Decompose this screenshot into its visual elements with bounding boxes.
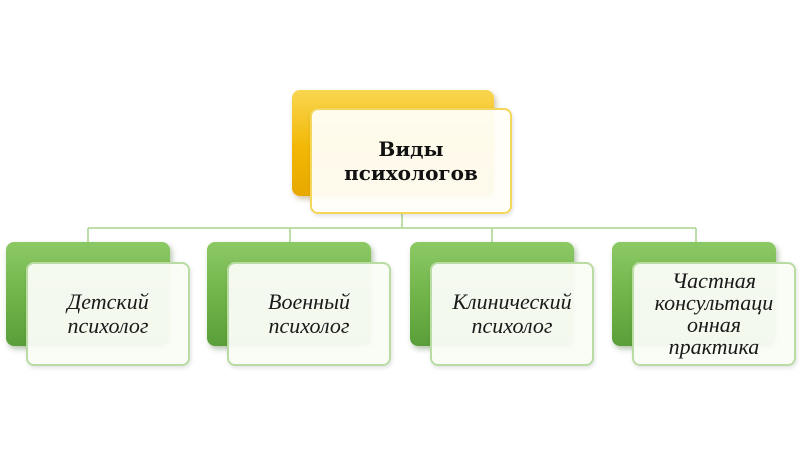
child-node-card: Клинический психолог — [430, 262, 594, 366]
root-node-label: Виды психологов — [344, 137, 478, 185]
child-label-line: практика — [668, 334, 760, 359]
child-label-line: психолог — [471, 313, 553, 338]
child-node-label: Частная консультаци онная практика — [655, 270, 774, 358]
child-label-line: психолог — [268, 313, 350, 338]
child-node-clinical-psychologist: Клинический психолог — [410, 242, 596, 368]
child-node-card: Детский психолог — [26, 262, 190, 366]
child-label-line: Частная — [672, 268, 756, 293]
child-node-label: Клинический психолог — [452, 290, 571, 338]
child-node-card: Частная консультаци онная практика — [632, 262, 796, 366]
child-node-child-psychologist: Детский психолог — [6, 242, 192, 368]
root-node: Виды психологов — [292, 90, 512, 214]
child-label-line: Военный — [268, 289, 350, 314]
root-node-card: Виды психологов — [310, 108, 512, 214]
child-node-card: Военный психолог — [227, 262, 391, 366]
root-label-line-2: психологов — [344, 161, 478, 185]
child-label-line: консультаци — [654, 290, 774, 315]
root-label-line-1: Виды — [378, 137, 444, 161]
child-node-private-practice: Частная консультаци онная практика — [612, 242, 798, 368]
child-node-label: Военный психолог — [268, 290, 350, 338]
child-node-label: Детский психолог — [67, 290, 148, 338]
child-label-line: Клинический — [452, 289, 572, 314]
child-label-line: онная — [686, 312, 742, 337]
child-label-line: Детский — [67, 289, 149, 314]
child-node-military-psychologist: Военный психолог — [207, 242, 393, 368]
child-label-line: психолог — [67, 313, 149, 338]
